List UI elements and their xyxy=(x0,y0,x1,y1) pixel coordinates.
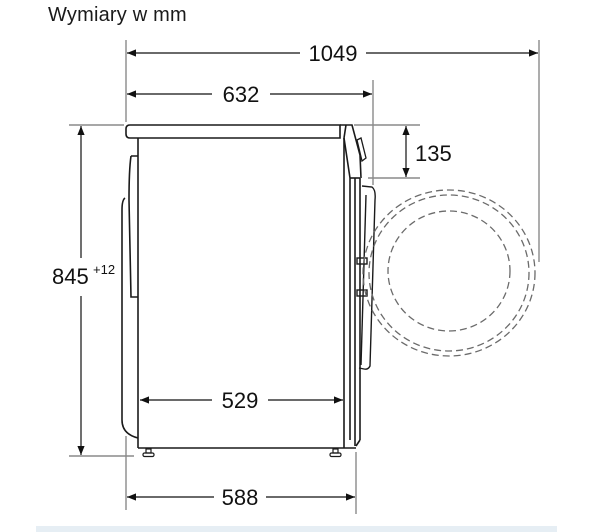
footer-band xyxy=(36,526,557,532)
diagram-title: Wymiary w mm xyxy=(48,4,187,26)
machine-body xyxy=(121,124,367,449)
dim-1049: 1049 xyxy=(309,41,358,66)
dim-845-tolerance: +12 xyxy=(93,262,115,277)
door-swing-circles xyxy=(362,189,536,357)
dim-529: 529 xyxy=(222,388,259,413)
extension-lines xyxy=(69,40,540,514)
dim-632: 632 xyxy=(223,82,260,107)
dim-135: 135 xyxy=(415,141,452,166)
dim-588: 588 xyxy=(222,485,259,510)
dim-845: 845 xyxy=(52,264,89,289)
dimension-lines xyxy=(77,49,538,501)
machine-feet xyxy=(142,448,342,458)
